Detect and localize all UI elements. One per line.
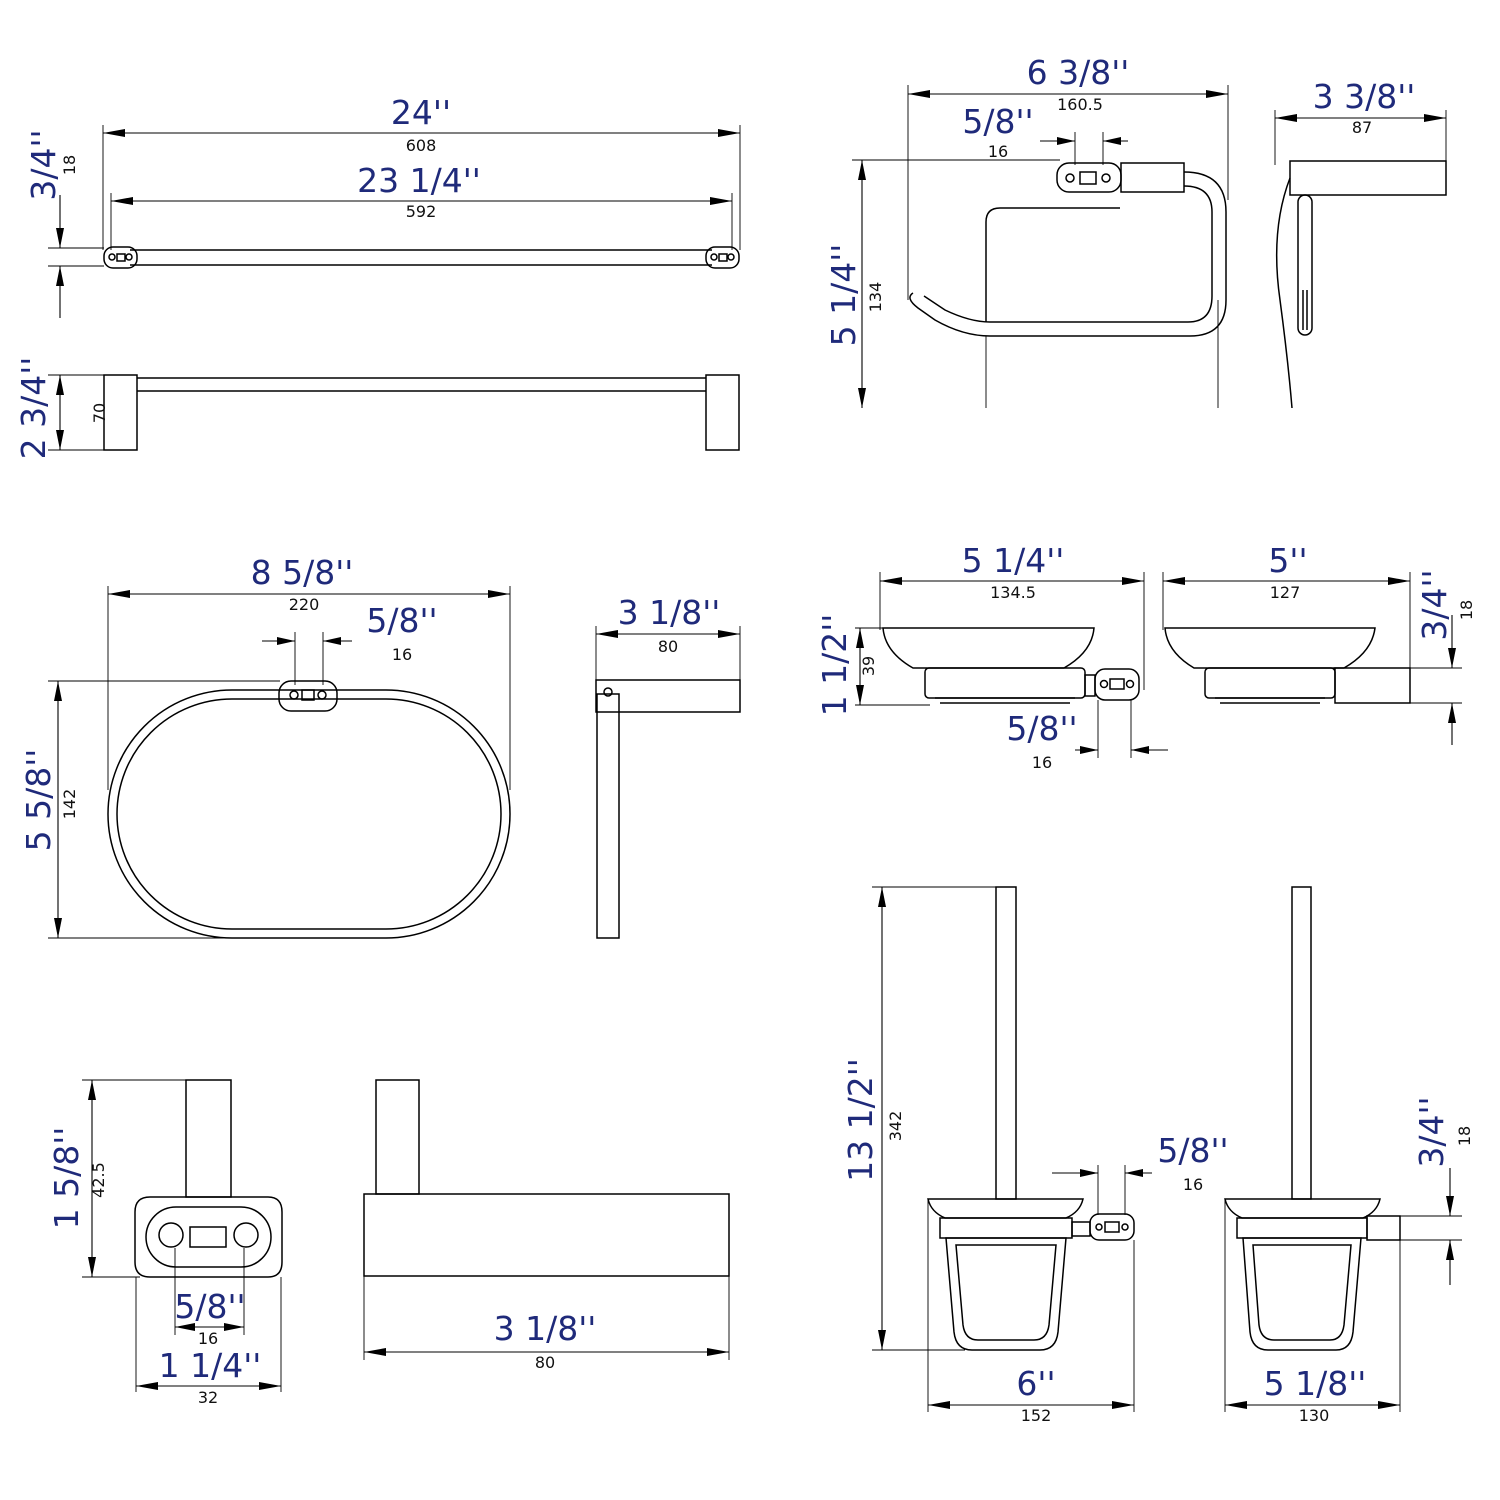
towel-bar-overall-metric: 608	[406, 136, 437, 155]
towel-ring-width-metric: 220	[289, 595, 320, 614]
robe-hook-height-metric: 42.5	[89, 1162, 108, 1198]
robe-hook-mount-metric: 16	[198, 1329, 218, 1348]
towel-ring-front-view: 8 5/8'' 220 5/8'' 16 5 5/8'' 142	[19, 553, 511, 939]
robe-hook-mount-imperial: 5/8''	[174, 1287, 245, 1326]
paper-holder-mount-imperial: 5/8''	[962, 102, 1033, 141]
paper-holder-height-metric: 134	[866, 282, 885, 313]
paper-holder-mount-metric: 16	[988, 142, 1008, 161]
towel-bar-projection-imperial: 2 3/4''	[14, 357, 53, 460]
paper-holder-width-metric: 160.5	[1057, 95, 1103, 114]
paper-holder-projection-metric: 87	[1352, 118, 1372, 137]
robe-hook-width-imperial: 1 1/4''	[159, 1346, 262, 1385]
towel-ring-mount-metric: 16	[392, 645, 412, 664]
toilet-brush-width-metric: 152	[1021, 1406, 1052, 1425]
paper-holder-width-imperial: 6 3/8''	[1027, 53, 1130, 92]
towel-bar-height-imperial: 3/4''	[24, 129, 63, 200]
toilet-brush-height-imperial: 13 1/2''	[841, 1058, 880, 1182]
robe-hook-height-imperial: 1 5/8''	[47, 1127, 86, 1230]
toilet-brush-arm-metric: 18	[1455, 1126, 1474, 1146]
paper-holder-side-view: 3 3/8'' 87	[1274, 77, 1447, 409]
robe-hook-projection-imperial: 3 1/8''	[494, 1309, 597, 1348]
towel-ring-width-imperial: 8 5/8''	[251, 553, 354, 592]
toilet-brush-mount-imperial: 5/8''	[1157, 1131, 1228, 1170]
toilet-brush-side-view: 3/4'' 18 5 1/8'' 130	[1224, 886, 1474, 1425]
towel-bar-front-view: 24'' 608 23 1/4'' 592 3/4'' 18	[24, 93, 741, 318]
robe-hook-front-view: 1 5/8'' 42.5 5/8'' 16 1 1/4'' 32	[47, 1079, 283, 1407]
towel-bar-centers-metric: 592	[406, 202, 437, 221]
soap-dish-mount-imperial: 5/8''	[1006, 709, 1077, 748]
soap-dish-side-view: 5'' 127 3/4'' 18	[1162, 541, 1476, 745]
robe-hook-projection-metric: 80	[535, 1353, 555, 1372]
paper-holder-front-view: 6 3/8'' 160.5 5/8'' 16 5 1/4'' 134	[824, 53, 1229, 408]
towel-bar-projection-metric: 70	[90, 403, 109, 423]
towel-bar-centers-imperial: 23 1/4''	[357, 161, 481, 200]
soap-dish-arm-metric: 18	[1457, 600, 1476, 620]
towel-ring-mount-imperial: 5/8''	[366, 601, 437, 640]
towel-ring-height-metric: 142	[60, 789, 79, 820]
soap-dish-projection-metric: 127	[1270, 583, 1301, 602]
toilet-brush-width-imperial: 6''	[1016, 1364, 1055, 1403]
toilet-brush-projection-imperial: 5 1/8''	[1264, 1364, 1367, 1403]
soap-dish-height-imperial: 1 1/2''	[815, 614, 854, 717]
robe-hook-side-view: 3 1/8'' 80	[363, 1079, 730, 1372]
soap-dish-arm-imperial: 3/4''	[1415, 569, 1454, 640]
toilet-brush-mount-metric: 16	[1183, 1175, 1203, 1194]
towel-bar-top-view: 2 3/4'' 70	[14, 357, 740, 460]
towel-bar-overall-imperial: 24''	[391, 93, 451, 132]
robe-hook-width-metric: 32	[198, 1388, 218, 1407]
toilet-brush-front-view: 13 1/2'' 342 5/8'' 16 6'' 152	[841, 886, 1229, 1425]
towel-ring-projection-imperial: 3 1/8''	[618, 593, 721, 632]
toilet-brush-arm-imperial: 3/4''	[1412, 1096, 1451, 1167]
toilet-brush-projection-metric: 130	[1299, 1406, 1330, 1425]
soap-dish-width-imperial: 5 1/4''	[962, 541, 1065, 580]
soap-dish-projection-imperial: 5''	[1268, 541, 1307, 580]
soap-dish-mount-metric: 16	[1032, 753, 1052, 772]
towel-bar-height-metric: 18	[60, 155, 79, 175]
towel-ring-side-view: 3 1/8'' 80	[595, 593, 741, 939]
paper-holder-height-imperial: 5 1/4''	[824, 244, 863, 347]
soap-dish-height-metric: 39	[859, 656, 878, 676]
towel-ring-height-imperial: 5 5/8''	[19, 749, 58, 852]
toilet-brush-height-metric: 342	[886, 1111, 905, 1142]
paper-holder-projection-imperial: 3 3/8''	[1313, 77, 1416, 116]
soap-dish-front-view: 5 1/4'' 134.5 1 1/2'' 39 5/8'' 16	[815, 541, 1168, 772]
towel-ring-projection-metric: 80	[658, 637, 678, 656]
soap-dish-width-metric: 134.5	[990, 583, 1036, 602]
